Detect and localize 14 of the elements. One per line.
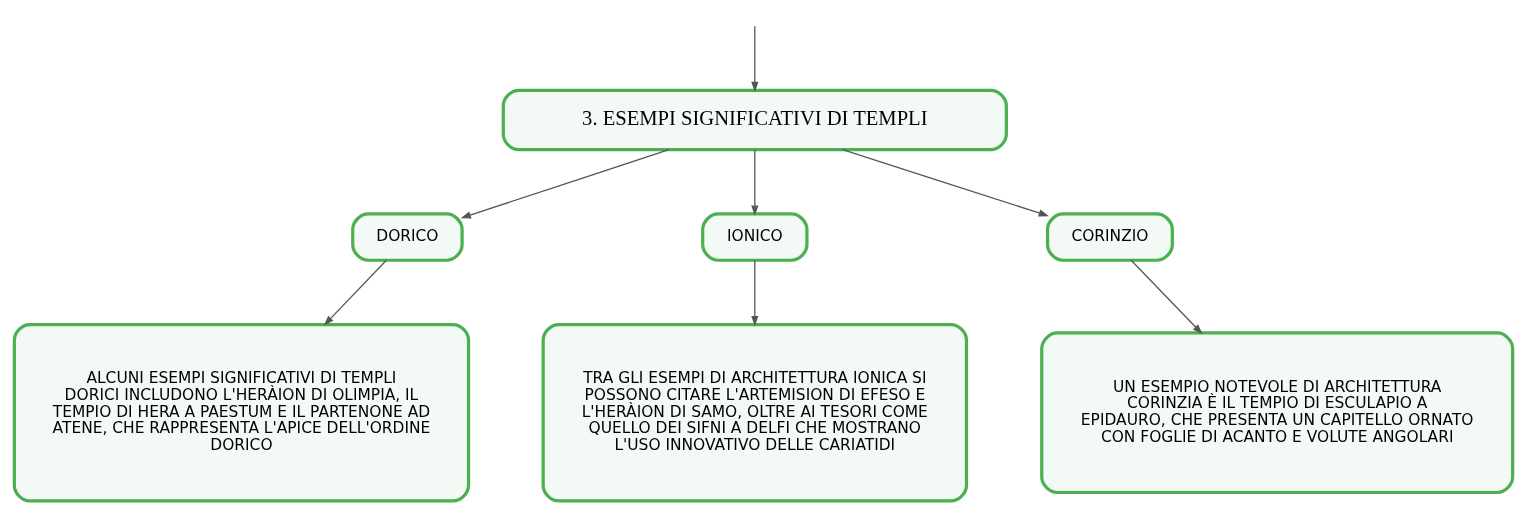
arrow: [751, 259, 759, 327]
arrow: [841, 148, 1049, 217]
arrow: [751, 25, 759, 93]
node-box: ALCUNI ESEMPI SIGNIFICATIVI DI TEMPLI DORICI INCLUDONO L'HERÀION DI OLIMPIA, IL TEMPIO DI HERA A PAESTUM E IL PARTENONE AD ATENE, CHE RAPPRESENTA L'APICE DELL'ORDINE DORICO: [12, 322, 471, 503]
node-box: CORINZIO: [1045, 212, 1174, 262]
node-box: IONICO: [701, 212, 809, 262]
node-box: 3. ESEMPI SIGNIFICATIVI DI TEMPLI: [501, 88, 1008, 152]
node-box: TRA GLI ESEMPI DI ARCHITETTURA IONICA SI POSSONO CITARE L'ARTEMISION DI EFESO E L'HERÀION DI SAMO, OLTRE AI TESORI COME QUELLO DEI SIFNI A DELFI CHE MOSTRANO L'USO INNOVATIVO DELLE CARIATIDI: [541, 322, 969, 503]
node-box: DORICO: [351, 212, 464, 262]
arrow: [751, 148, 759, 216]
node-box: UN ESEMPIO NOTEVOLE DI ARCHITETTURA CORINZIA È IL TEMPIO DI ESCULAPIO A EPIDAURO, CHE PRESENTA UN CAPITELLO ORNATO CON FOGLIE DI ACANTO E VOLUTE ANGOLARI: [1040, 331, 1515, 495]
arrow: [460, 148, 670, 219]
arrow: [323, 259, 388, 326]
arrow: [1130, 259, 1203, 335]
